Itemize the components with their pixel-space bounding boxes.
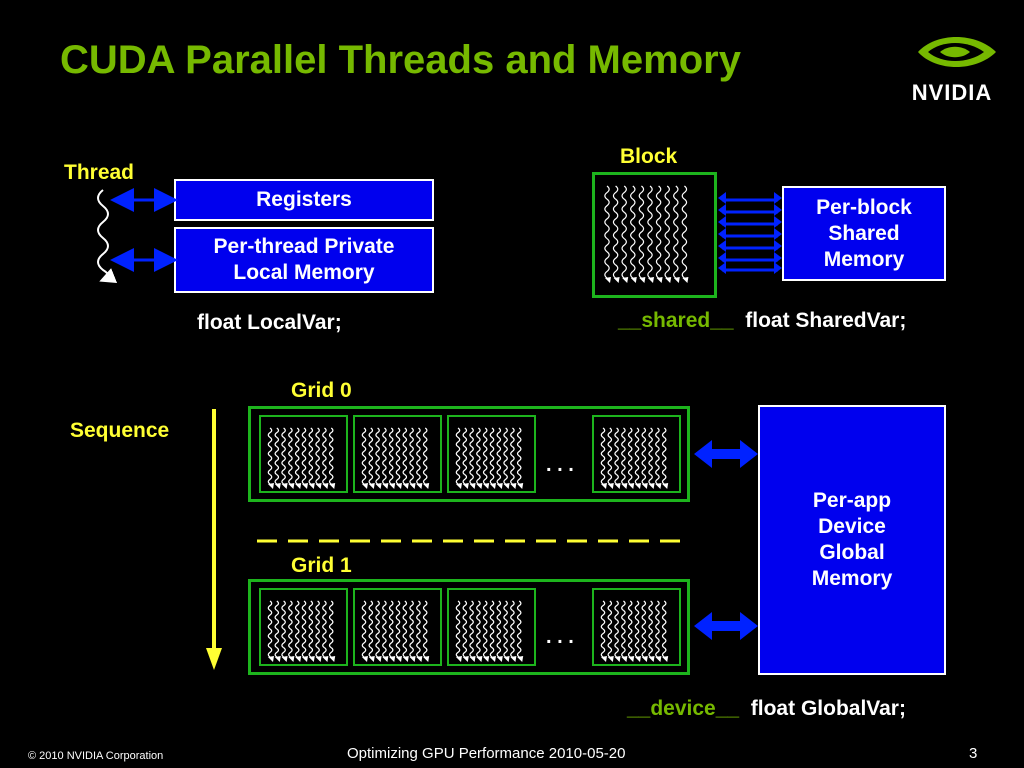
grid0-block-1 [259,415,348,493]
grid1-label: Grid 1 [291,554,352,577]
shared-memory-box: Per-block Shared Memory [782,186,946,281]
device-keyword: __device__ [627,697,740,720]
grid1-thread-bundle-icon-4 [600,600,669,662]
grid0-ellipsis: . . . [546,454,574,476]
shared-var-decl: float SharedVar; [745,309,907,332]
grid1-global-arrow-icon [694,612,758,640]
footer-center: Optimizing GPU Performance 2010-05-20 [347,745,626,762]
sequence-arrow-icon [206,409,222,670]
block-label: Block [620,145,678,168]
grid1-block-2 [353,588,442,666]
grid0-global-arrow-icon [694,440,758,468]
grid0-block-4 [592,415,681,493]
registers-box: Registers [174,179,434,221]
grid1-block-1 [259,588,348,666]
global-var-decl: float GlobalVar; [750,697,906,720]
grid0-block-2 [353,415,442,493]
grid0-box [248,406,690,502]
grid1-box [248,579,690,675]
global-var-code: __device__ float GlobalVar; [627,697,906,721]
grid1-thread-bundle-icon-2 [361,600,430,662]
nvidia-logo-icon [912,28,998,80]
grid1-block-4 [592,588,681,666]
grid1-ellipsis: . . . [546,626,574,648]
nvidia-logo-text: NVIDIA [911,80,993,105]
grid0-thread-bundle-icon-2 [361,427,430,489]
global-memory-box: Per-app Device Global Memory [758,405,946,675]
block-box [592,172,717,298]
grid1-thread-bundle-icon-1 [267,600,336,662]
thread-label: Thread [64,161,135,184]
grid0-thread-bundle-icon-4 [600,427,669,489]
page-title: CUDA Parallel Threads and Memory [60,38,741,82]
block-thread-bundle-icon [604,185,689,283]
shared-var-code: __shared__ float SharedVar; [618,309,906,333]
grid0-block-3 [447,415,536,493]
local-var-code: float LocalVar; [197,311,342,334]
footer-copyright: © 2010 NVIDIA Corporation [28,750,164,762]
sequence-label: Sequence [70,419,170,442]
shared-memory-arrows-icon [718,192,782,274]
thread-squiggle-icon [97,189,118,283]
grid0-thread-bundle-icon-1 [267,427,336,489]
footer-page-number: 3 [969,745,978,762]
grid1-thread-bundle-icon-3 [455,600,524,662]
local-memory-box: Per-thread Private Local Memory [174,227,434,293]
grid0-label: Grid 0 [291,379,352,402]
grid1-block-3 [447,588,536,666]
shared-keyword: __shared__ [618,309,734,332]
grid0-thread-bundle-icon-3 [455,427,524,489]
